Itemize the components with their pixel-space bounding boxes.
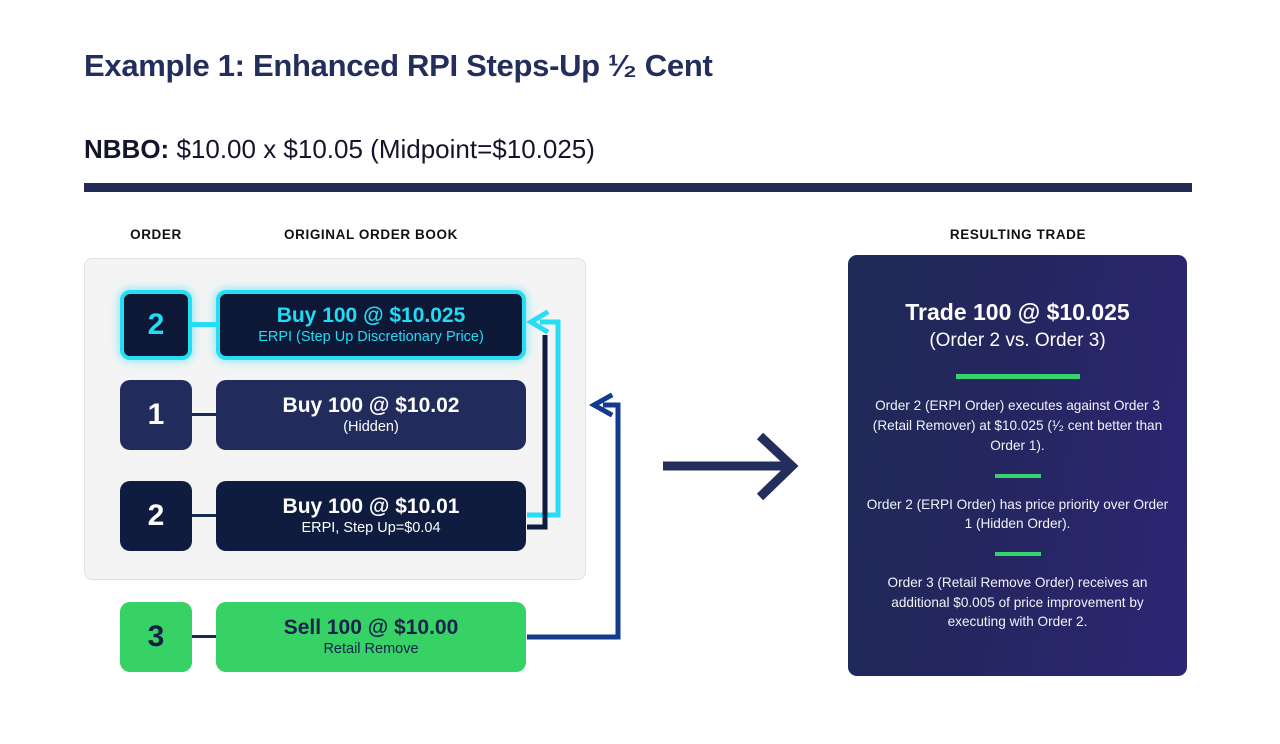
order-row-main-text: Buy 100 @ $10.01 — [282, 494, 460, 518]
order-row-main-text: Sell 100 @ $10.00 — [283, 615, 459, 639]
separator-primary — [955, 374, 1080, 380]
order-row-main-text: Buy 100 @ $10.02 — [282, 393, 460, 417]
order-row-erpi-step-up[interactable]: Buy 100 @ $10.025 ERPI (Step Up Discreti… — [216, 290, 526, 360]
column-header-order: ORDER — [130, 227, 182, 242]
order-row-sub-text: ERPI (Step Up Discretionary Price) — [258, 329, 484, 346]
row-connector-hidden — [190, 413, 220, 416]
order-number-badge-hidden[interactable]: 1 — [120, 380, 192, 450]
nbbo-label: NBBO: — [84, 134, 170, 164]
trade-note-3: Order 3 (Retail Remove Order) receives a… — [887, 574, 1148, 630]
trade-headline: Trade 100 @ $10.025 — [905, 299, 1130, 325]
row-connector-erpi-resting — [190, 514, 220, 517]
separator-secondary-1 — [994, 473, 1041, 478]
order-number-badge-erpi[interactable]: 2 — [120, 290, 192, 360]
nbbo-line: NBBO: $10.00 x $10.05 (Midpoint=$10.025) — [84, 134, 595, 165]
order-row-main-text: Buy 100 @ $10.025 — [276, 303, 466, 327]
header-divider-rule — [84, 183, 1192, 192]
row-connector-incoming — [190, 635, 220, 638]
column-header-resulting-trade: RESULTING TRADE — [949, 227, 1087, 242]
order-row-incoming-retail-sell[interactable]: Sell 100 @ $10.00 Retail Remove — [216, 602, 526, 672]
right-arrow-icon — [663, 432, 799, 501]
order-number-badge-erpi-resting[interactable]: 2 — [120, 481, 192, 551]
column-header-original-order-book: ORIGINAL ORDER BOOK — [284, 227, 458, 242]
order-row-sub-text: (Hidden) — [343, 419, 399, 436]
trade-note-1: Order 2 (ERPI Order) executes against Or… — [872, 398, 1163, 453]
order-row-erpi-resting[interactable]: Buy 100 @ $10.01 ERPI, Step Up=$0.04 — [216, 481, 526, 551]
page-title: Example 1: Enhanced RPI Steps-Up ¹⁄₂ Cen… — [84, 48, 713, 83]
resulting-trade-panel: Trade 100 @ $10.025 (Order 2 vs. Order 3… — [848, 255, 1187, 676]
order-row-sub-text: Retail Remove — [323, 641, 419, 658]
nbbo-value: $10.00 x $10.05 (Midpoint=$10.025) — [169, 134, 595, 164]
order-number-badge-incoming[interactable]: 3 — [120, 602, 192, 672]
separator-secondary-2 — [994, 551, 1041, 556]
row-connector-erpi — [190, 322, 220, 327]
trade-note-2: Order 2 (ERPI Order) has price priority … — [866, 496, 1169, 532]
trade-subheadline: (Order 2 vs. Order 3) — [929, 329, 1106, 351]
order-row-sub-text: ERPI, Step Up=$0.04 — [301, 520, 441, 537]
order-row-hidden[interactable]: Buy 100 @ $10.02 (Hidden) — [216, 380, 526, 450]
